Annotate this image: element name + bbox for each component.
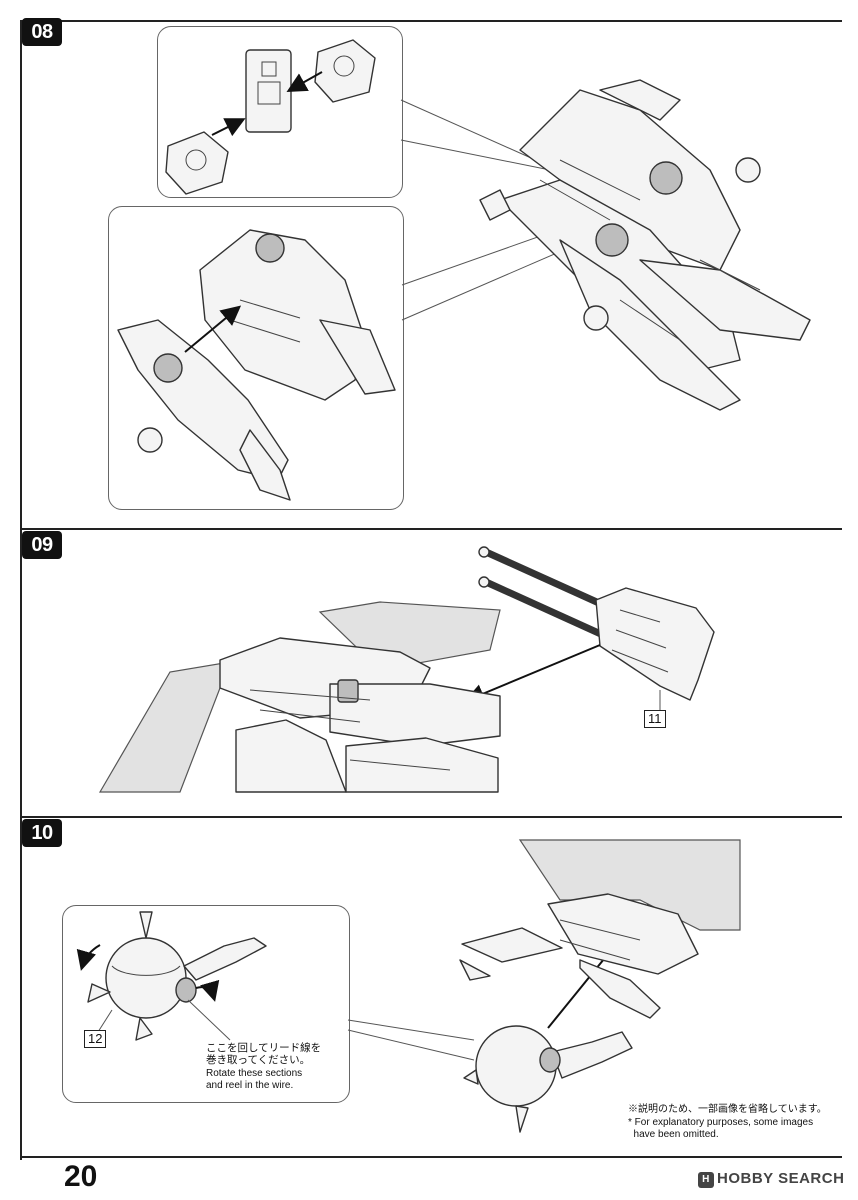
- step-10-callout-mace-illustration: [76, 911, 267, 1041]
- step-09-beam-cannon-illustration: [464, 546, 715, 710]
- step-09-badge: 09: [22, 531, 62, 559]
- hobby-search-logo-icon: H: [698, 1172, 714, 1188]
- bottom-rule: [20, 1156, 842, 1158]
- omission-note-en: * For explanatory purposes, some images …: [628, 1117, 814, 1140]
- step-09-part-number-11: 11: [644, 710, 666, 728]
- step-09-top-rule: [20, 528, 842, 530]
- step-10-badge: 10: [22, 819, 62, 847]
- left-margin-rule: [20, 20, 22, 1160]
- step-08-badge: 08: [22, 18, 62, 46]
- step-08-top-rule: [20, 20, 842, 22]
- step-10-instruction-ja: ここを回してリード線を 巻き取ってください。: [206, 1042, 322, 1066]
- step-10-leader-lines: [347, 1019, 475, 1061]
- step-08-booster-attach-illustration: [117, 229, 396, 501]
- step-08-joint-parts-illustration: [165, 39, 376, 195]
- step-09-mobile-suit-illustration: [98, 601, 501, 793]
- omission-note-ja: ※説明のため、一部画像を省略しています。: [628, 1104, 827, 1115]
- page-number: 20: [64, 1160, 98, 1193]
- step-10-part-number-12: 12: [84, 1030, 107, 1048]
- step-10-callout: [62, 905, 350, 1103]
- step-08-assembled-backpack-illustration: [479, 79, 811, 411]
- step-10-mobile-suit-arm-illustration: [459, 839, 741, 1019]
- step-10-top-rule: [20, 816, 842, 818]
- step-10-instruction-en: Rotate these sections and reel in the wi…: [206, 1068, 303, 1091]
- brand-name: HOBBY SEARCH: [717, 1170, 845, 1187]
